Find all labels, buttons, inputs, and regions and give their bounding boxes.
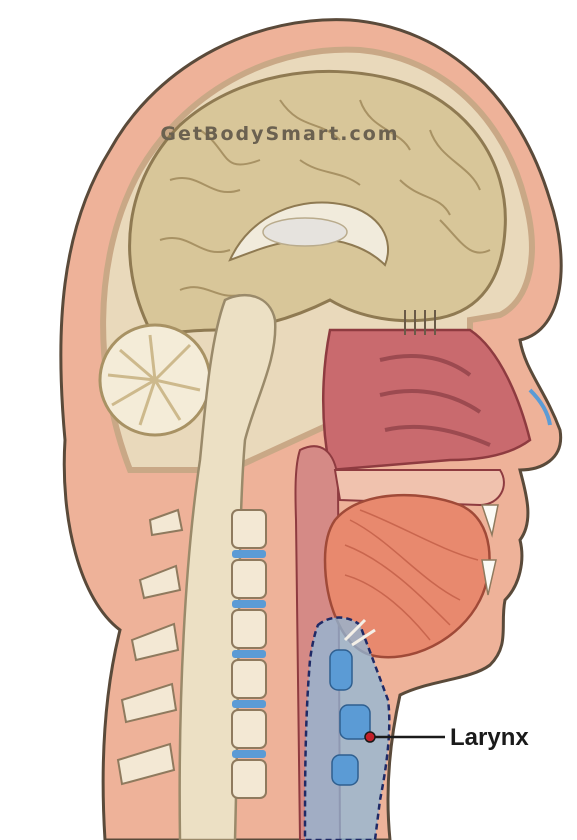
lateral-ventricle	[263, 218, 347, 246]
larynx-label: Larynx	[450, 724, 529, 751]
larynx-marker-dot	[365, 732, 375, 742]
watermark-text: GetBodySmart.com	[160, 123, 399, 145]
